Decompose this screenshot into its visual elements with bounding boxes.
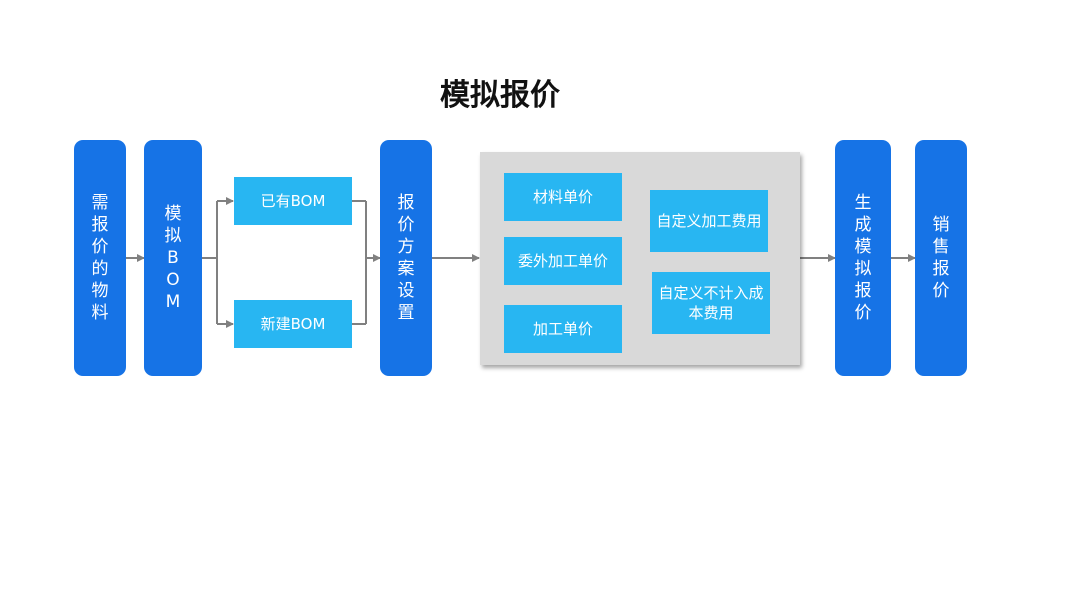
processing-unit-price-box: 加工单价 (504, 305, 622, 353)
step-generate-label: 生成模拟报价 (855, 192, 872, 324)
step-generate: 生成模拟报价 (835, 140, 891, 376)
step-materials: 需报价的物料 (74, 140, 126, 376)
processing-unit-price-label: 加工单价 (532, 320, 593, 338)
vertical-char: 拟 (854, 259, 872, 279)
step-quote-setup-label: 报价方案设置 (398, 192, 415, 324)
vertical-char: 的 (91, 259, 109, 279)
vertical-char: 设 (397, 281, 415, 301)
vertical-char: 拟 (164, 226, 182, 246)
custom-processing-fee-box: 自定义加工费用 (650, 190, 768, 252)
vertical-char: 售 (932, 237, 950, 257)
vertical-char: 价 (932, 281, 950, 301)
bom-existing-label: 已有BOM (260, 192, 326, 210)
vertical-char: B (167, 248, 179, 268)
vertical-char: 模 (164, 204, 182, 224)
custom-excluded-cost-line2: 本费用 (688, 304, 734, 322)
vertical-char: 物 (91, 281, 109, 301)
vertical-char: 报 (397, 193, 415, 213)
step-quote-setup: 报价方案设置 (380, 140, 432, 376)
bom-new: 新建BOM (234, 300, 352, 348)
vertical-char: 料 (91, 303, 109, 323)
custom-excluded-cost-box: 自定义不计入成 本费用 (652, 272, 770, 334)
vertical-char: 生 (854, 193, 872, 213)
vertical-char: M (165, 292, 181, 312)
custom-processing-fee-label: 自定义加工费用 (656, 212, 762, 230)
step-sales-label: 销售报价 (933, 214, 950, 302)
vertical-char: 价 (397, 215, 415, 235)
bom-new-label: 新建BOM (260, 315, 326, 333)
vertical-char: 案 (397, 259, 415, 279)
vertical-char: 成 (854, 215, 872, 235)
vertical-char: 价 (91, 237, 109, 257)
vertical-char: 报 (932, 259, 950, 279)
vertical-char: 价 (854, 303, 872, 323)
vertical-char: 报 (91, 215, 109, 235)
step-sales: 销售报价 (915, 140, 967, 376)
vertical-char: 报 (854, 281, 872, 301)
material-unit-price-label: 材料单价 (532, 188, 593, 206)
vertical-char: 置 (397, 303, 415, 323)
vertical-char: 销 (932, 215, 950, 235)
page-title: 模拟报价 (440, 78, 560, 113)
outsourcing-unit-price-label: 委外加工单价 (517, 252, 608, 270)
outsourcing-unit-price-box: 委外加工单价 (504, 237, 622, 285)
vertical-char: 模 (854, 237, 872, 257)
material-unit-price-box: 材料单价 (504, 173, 622, 221)
bom-existing: 已有BOM (234, 177, 352, 225)
vertical-char: 方 (397, 237, 415, 257)
vertical-char: O (166, 270, 180, 290)
step-materials-label: 需报价的物料 (92, 192, 109, 324)
vertical-char: 需 (91, 193, 109, 213)
custom-excluded-cost-line1: 自定义不计入成 (658, 284, 764, 302)
